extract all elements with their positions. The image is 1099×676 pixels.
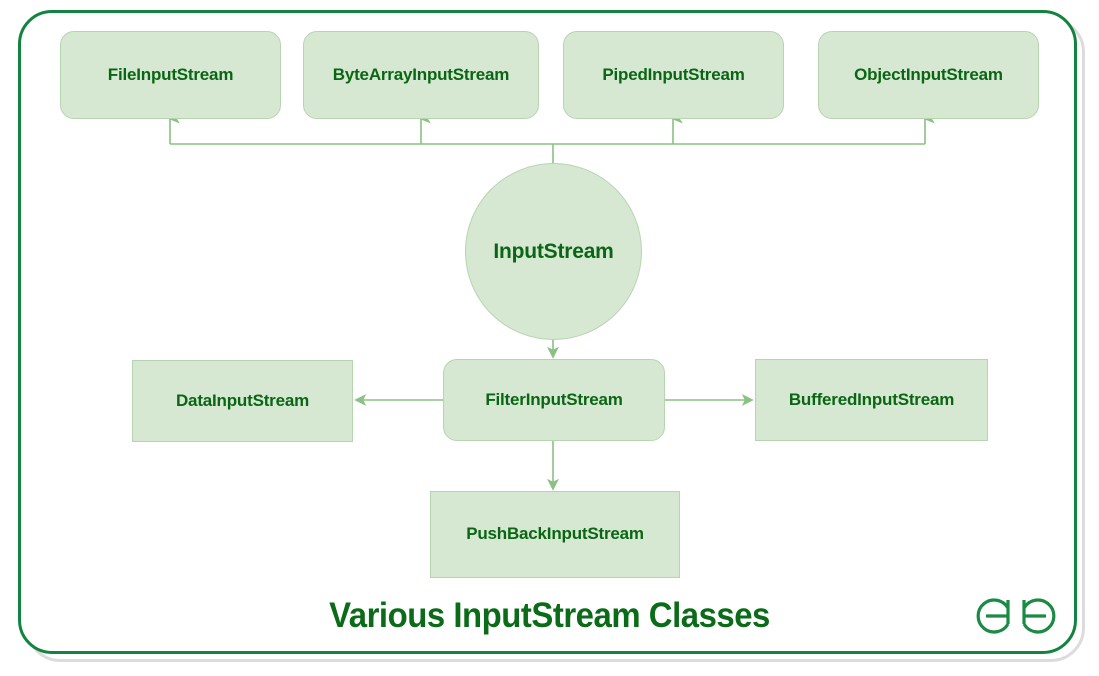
node-fileinputstream[interactable]: FileInputStream [60,31,281,119]
node-inputstream[interactable]: InputStream [465,163,642,340]
node-datainputstream[interactable]: DataInputStream [132,360,353,442]
node-filterinputstream[interactable]: FilterInputStream [443,359,665,441]
node-bufferedinputstream[interactable]: BufferedInputStream [755,359,988,441]
geeksforgeeks-logo [976,598,1056,634]
node-pushbackinputstream[interactable]: PushBackInputStream [430,491,680,578]
node-bytearrayinputstream[interactable]: ByteArrayInputStream [303,31,539,119]
node-objectinputstream[interactable]: ObjectInputStream [818,31,1039,119]
node-pipedinputstream[interactable]: PipedInputStream [563,31,784,119]
page-title: Various InputStream Classes [329,596,770,635]
